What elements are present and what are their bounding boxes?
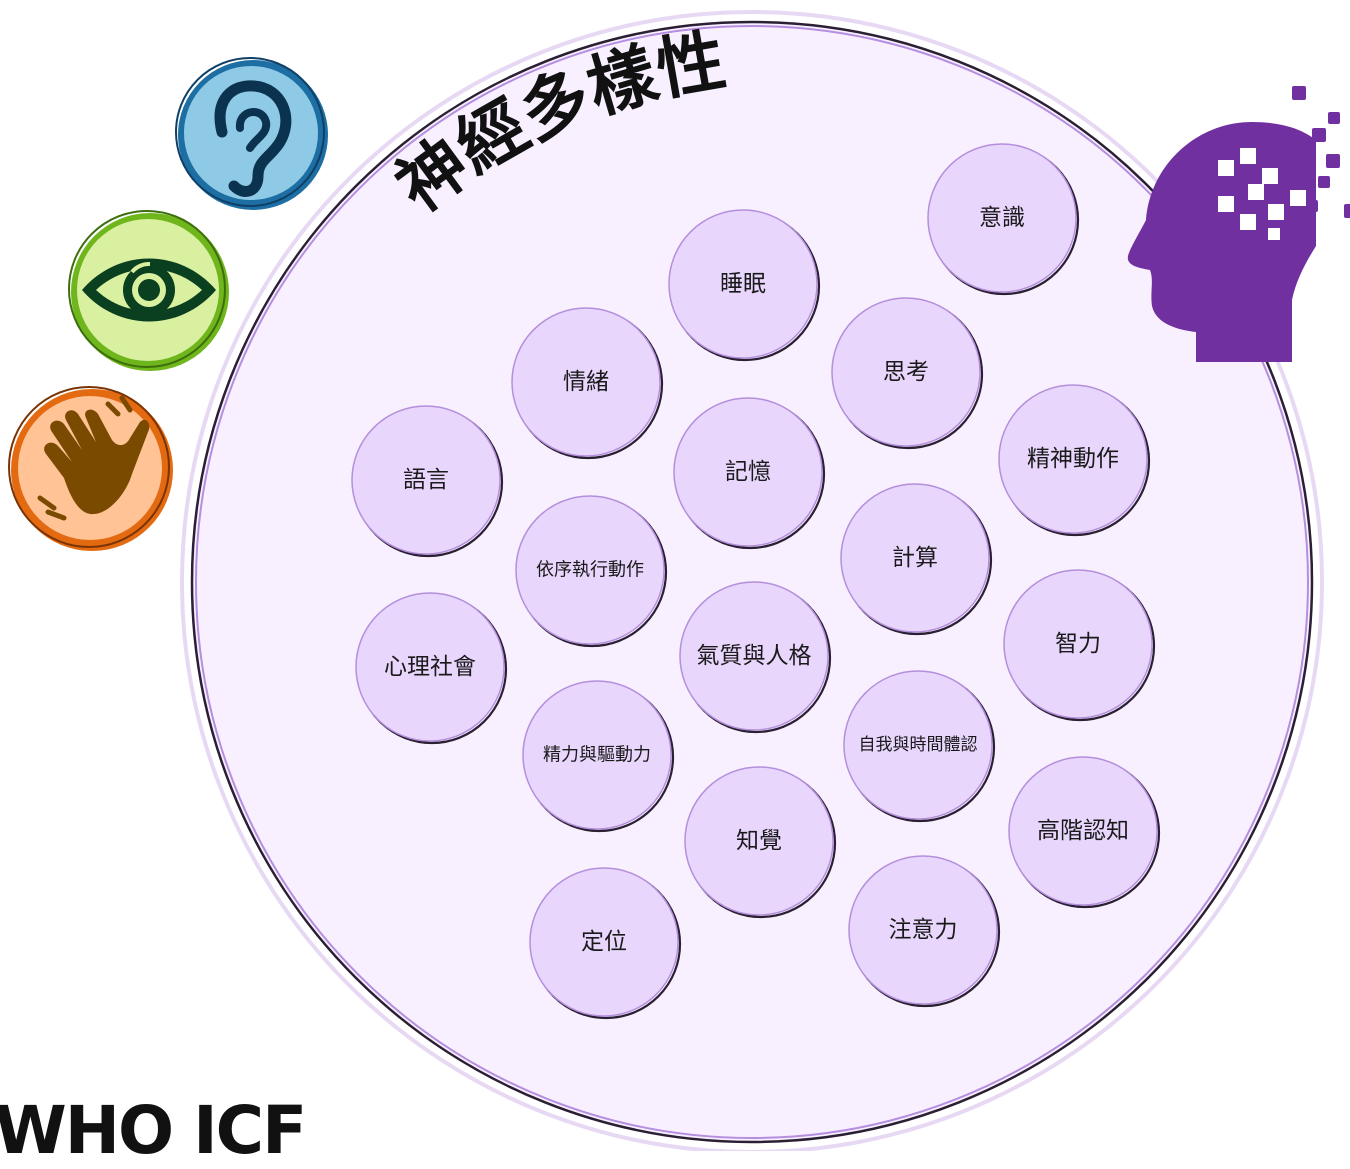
node-circle [668,209,818,359]
node-label: 記憶 [725,459,771,485]
node-label: 意識 [979,205,1025,231]
node-thinking: 思考 [831,297,984,450]
node-circle [684,766,834,916]
node-label: 知覺 [736,828,782,854]
footer-who-icf: WHO ICF [0,1092,307,1169]
node-circle [351,405,501,555]
node-memory: 記憶 [673,397,826,550]
node-circle [1003,569,1153,719]
node-circle [522,680,672,830]
eye-icon [68,210,229,371]
node-label: 氣質與人格 [697,643,812,669]
node-label: 思考 [883,359,929,385]
node-circle [1008,756,1158,906]
node-label: 注意力 [889,917,958,943]
node-circle [529,867,679,1017]
hand-icon [8,386,173,551]
node-circle [840,483,990,633]
node-label: 自我與時間體認 [859,735,978,755]
node-energy: 精力與驅動力 [522,680,675,833]
node-circle [843,670,993,820]
node-self-time: 自我與時間體認 [843,670,996,823]
node-circle [831,297,981,447]
node-circle [355,592,505,742]
node-perception: 知覺 [684,766,837,919]
node-label: 計算 [892,545,938,571]
node-label: 精力與驅動力 [543,745,651,766]
node-circle [511,307,661,457]
node-label: 精神動作 [1027,446,1119,472]
node-circle [848,855,998,1005]
node-consciousness: 意識 [927,143,1080,296]
head-brain-icon [1127,86,1350,362]
node-higher-cognition: 高階認知 [1008,756,1161,909]
inner-ring [195,25,1309,1139]
node-circle [515,495,665,645]
node-label: 智力 [1055,631,1101,657]
node-label: 定位 [581,929,627,955]
node-psychomotor: 精神動作 [998,384,1151,537]
node-label: 依序執行動作 [536,560,644,581]
node-orientation: 定位 [529,867,682,1020]
node-label: 高階認知 [1037,818,1129,844]
node-sequencing: 依序執行動作 [515,495,668,648]
node-circle [998,384,1148,534]
node-attention: 注意力 [848,855,1001,1008]
node-label: 語言 [403,467,449,493]
node-calculation: 計算 [840,483,993,636]
node-language: 語言 [351,405,504,558]
ear-icon [175,57,328,210]
node-circle [927,143,1077,293]
node-intellect: 智力 [1003,569,1156,722]
node-temperament: 氣質與人格 [679,581,832,734]
node-emotion: 情緒 [511,307,664,460]
node-circle [679,581,829,731]
node-sleep: 睡眠 [668,209,821,362]
node-label: 睡眠 [720,271,766,297]
node-label: 心理社會 [384,654,476,680]
node-circle [673,397,823,547]
node-psychosocial: 心理社會 [355,592,508,745]
outer-glow-circle [180,10,1324,1151]
node-label: 情緒 [563,369,609,395]
